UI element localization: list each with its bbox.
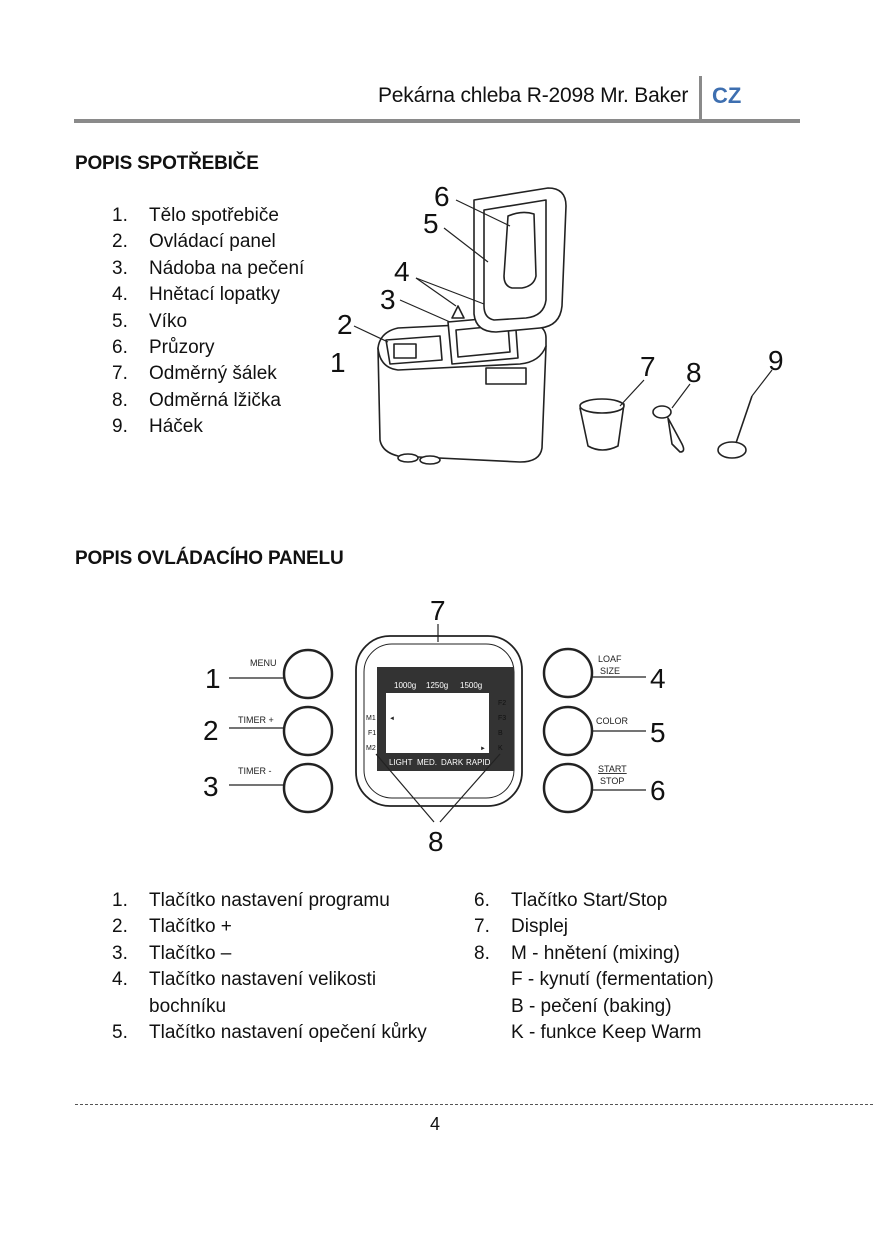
list-item: K - funkce Keep Warm (511, 1021, 702, 1043)
callout-number: 7 (430, 595, 446, 626)
list-item: bochníku (149, 995, 227, 1017)
hook (717, 441, 747, 459)
svg-text:◄: ◄ (389, 716, 395, 722)
panel-items-right: 6.Tlačítko Start/Stop 7.Displej 8.M - hn… (474, 888, 774, 1046)
figure-number: 7 (640, 351, 656, 382)
callout-number: 2 (203, 715, 219, 746)
callout-number: 5 (650, 717, 666, 748)
display-label: M2 (366, 745, 376, 752)
svg-text:COLOR: COLOR (596, 716, 629, 726)
panel-items-left: 1.Tlačítko nastavení programu 2.Tlačítko… (112, 888, 452, 1046)
svg-text:STOP: STOP (600, 776, 624, 786)
measuring-spoon (652, 405, 672, 419)
list-item: 3.Tlačítko – (112, 942, 232, 964)
figure-number: 9 (768, 345, 784, 376)
svg-text:►: ► (480, 746, 486, 752)
callout-number: 6 (650, 775, 666, 806)
list-item: F - kynutí (fermentation) (511, 969, 714, 991)
crust-label: DARK (441, 758, 464, 767)
figure-number: 2 (337, 309, 353, 340)
control-panel-diagram: ◄ ► 1000g 1250g 1500g M1 F1 M2 F2 F3 B K… (203, 595, 666, 857)
callout-number: 8 (428, 826, 444, 857)
svg-text:MENU: MENU (250, 658, 277, 668)
document-title: Pekárna chleba R-2098 Mr. Baker (378, 84, 689, 107)
viewing-window (503, 211, 537, 289)
list-item: 1.Tlačítko nastavení programu (112, 890, 390, 911)
start-stop-button (542, 762, 594, 814)
svg-text:TIMER +: TIMER + (238, 715, 274, 725)
list-item: 8.M - hnětení (mixing) (474, 942, 680, 964)
section-heading-appliance: POPIS SPOTŘEBIČE (75, 153, 259, 174)
display-label: K (498, 745, 503, 752)
list-item: 6.Průzory (112, 336, 215, 358)
crust-label: MED. (417, 758, 437, 767)
display-label: B (498, 730, 503, 737)
list-item: 6.Tlačítko Start/Stop (474, 890, 668, 911)
svg-text:LOAF: LOAF (598, 654, 622, 664)
figure-number: 5 (423, 208, 439, 239)
figure-number: 1 (330, 347, 346, 378)
figure-number: 8 (686, 357, 702, 388)
footer-rule (75, 1104, 873, 1105)
list-item: 5.Víko (112, 310, 188, 332)
loaf-size-button (542, 647, 594, 699)
crust-label: RAPID (466, 758, 491, 767)
page-number: 4 (430, 1114, 441, 1134)
appliance-parts-list: 1.Tělo spotřebiče 2.Ovládací panel 3.Nád… (112, 203, 332, 441)
header-rule (74, 119, 800, 123)
timer-plus-button (282, 705, 334, 757)
menu-button (282, 648, 334, 700)
timer-minus-button (282, 762, 334, 814)
list-item: 7.Displej (474, 916, 569, 938)
display-label: M1 (366, 715, 376, 722)
callout-number: 3 (203, 771, 219, 802)
language-code: CZ (712, 83, 742, 108)
appliance-illustration: 1 2 3 4 5 6 7 8 9 (330, 181, 784, 465)
list-item: 1.Tělo spotřebiče (112, 205, 279, 226)
display-label: F3 (498, 715, 506, 722)
svg-text:SIZE: SIZE (600, 666, 620, 676)
callout-number: 4 (650, 663, 666, 694)
list-item: B - pečení (baking) (511, 995, 672, 1017)
figure-number: 6 (434, 181, 450, 212)
callout-number: 1 (205, 663, 221, 694)
list-item: 4.Hnětací lopatky (112, 284, 280, 306)
figure-number: 3 (380, 284, 396, 315)
list-item: 3.Nádoba na pečení (112, 257, 305, 279)
list-item: 4.Tlačítko nastavení velikosti (112, 969, 377, 991)
svg-text:TIMER -: TIMER - (238, 766, 272, 776)
svg-text:START: START (598, 764, 627, 774)
list-item: 8.Odměrná lžička (112, 389, 281, 411)
section-heading-control-panel: POPIS OVLÁDACÍHO PANELU (75, 548, 344, 569)
display-weight: 1250g (426, 681, 448, 690)
list-item: 2.Ovládací panel (112, 231, 276, 253)
header-divider (699, 76, 702, 122)
display-label: F1 (368, 730, 376, 737)
list-item: 9.Háček (112, 416, 203, 438)
color-button (542, 705, 594, 757)
crust-label: LIGHT (389, 758, 413, 767)
figure-number: 4 (394, 256, 410, 287)
list-item: 2.Tlačítko + (112, 916, 232, 938)
display-weight: 1500g (460, 681, 482, 690)
display-label: F2 (498, 700, 506, 707)
list-item: 5.Tlačítko nastavení opečení kůrky (112, 1021, 427, 1043)
display-weight: 1000g (394, 681, 416, 690)
list-item: 7.Odměrný šálek (112, 363, 277, 385)
